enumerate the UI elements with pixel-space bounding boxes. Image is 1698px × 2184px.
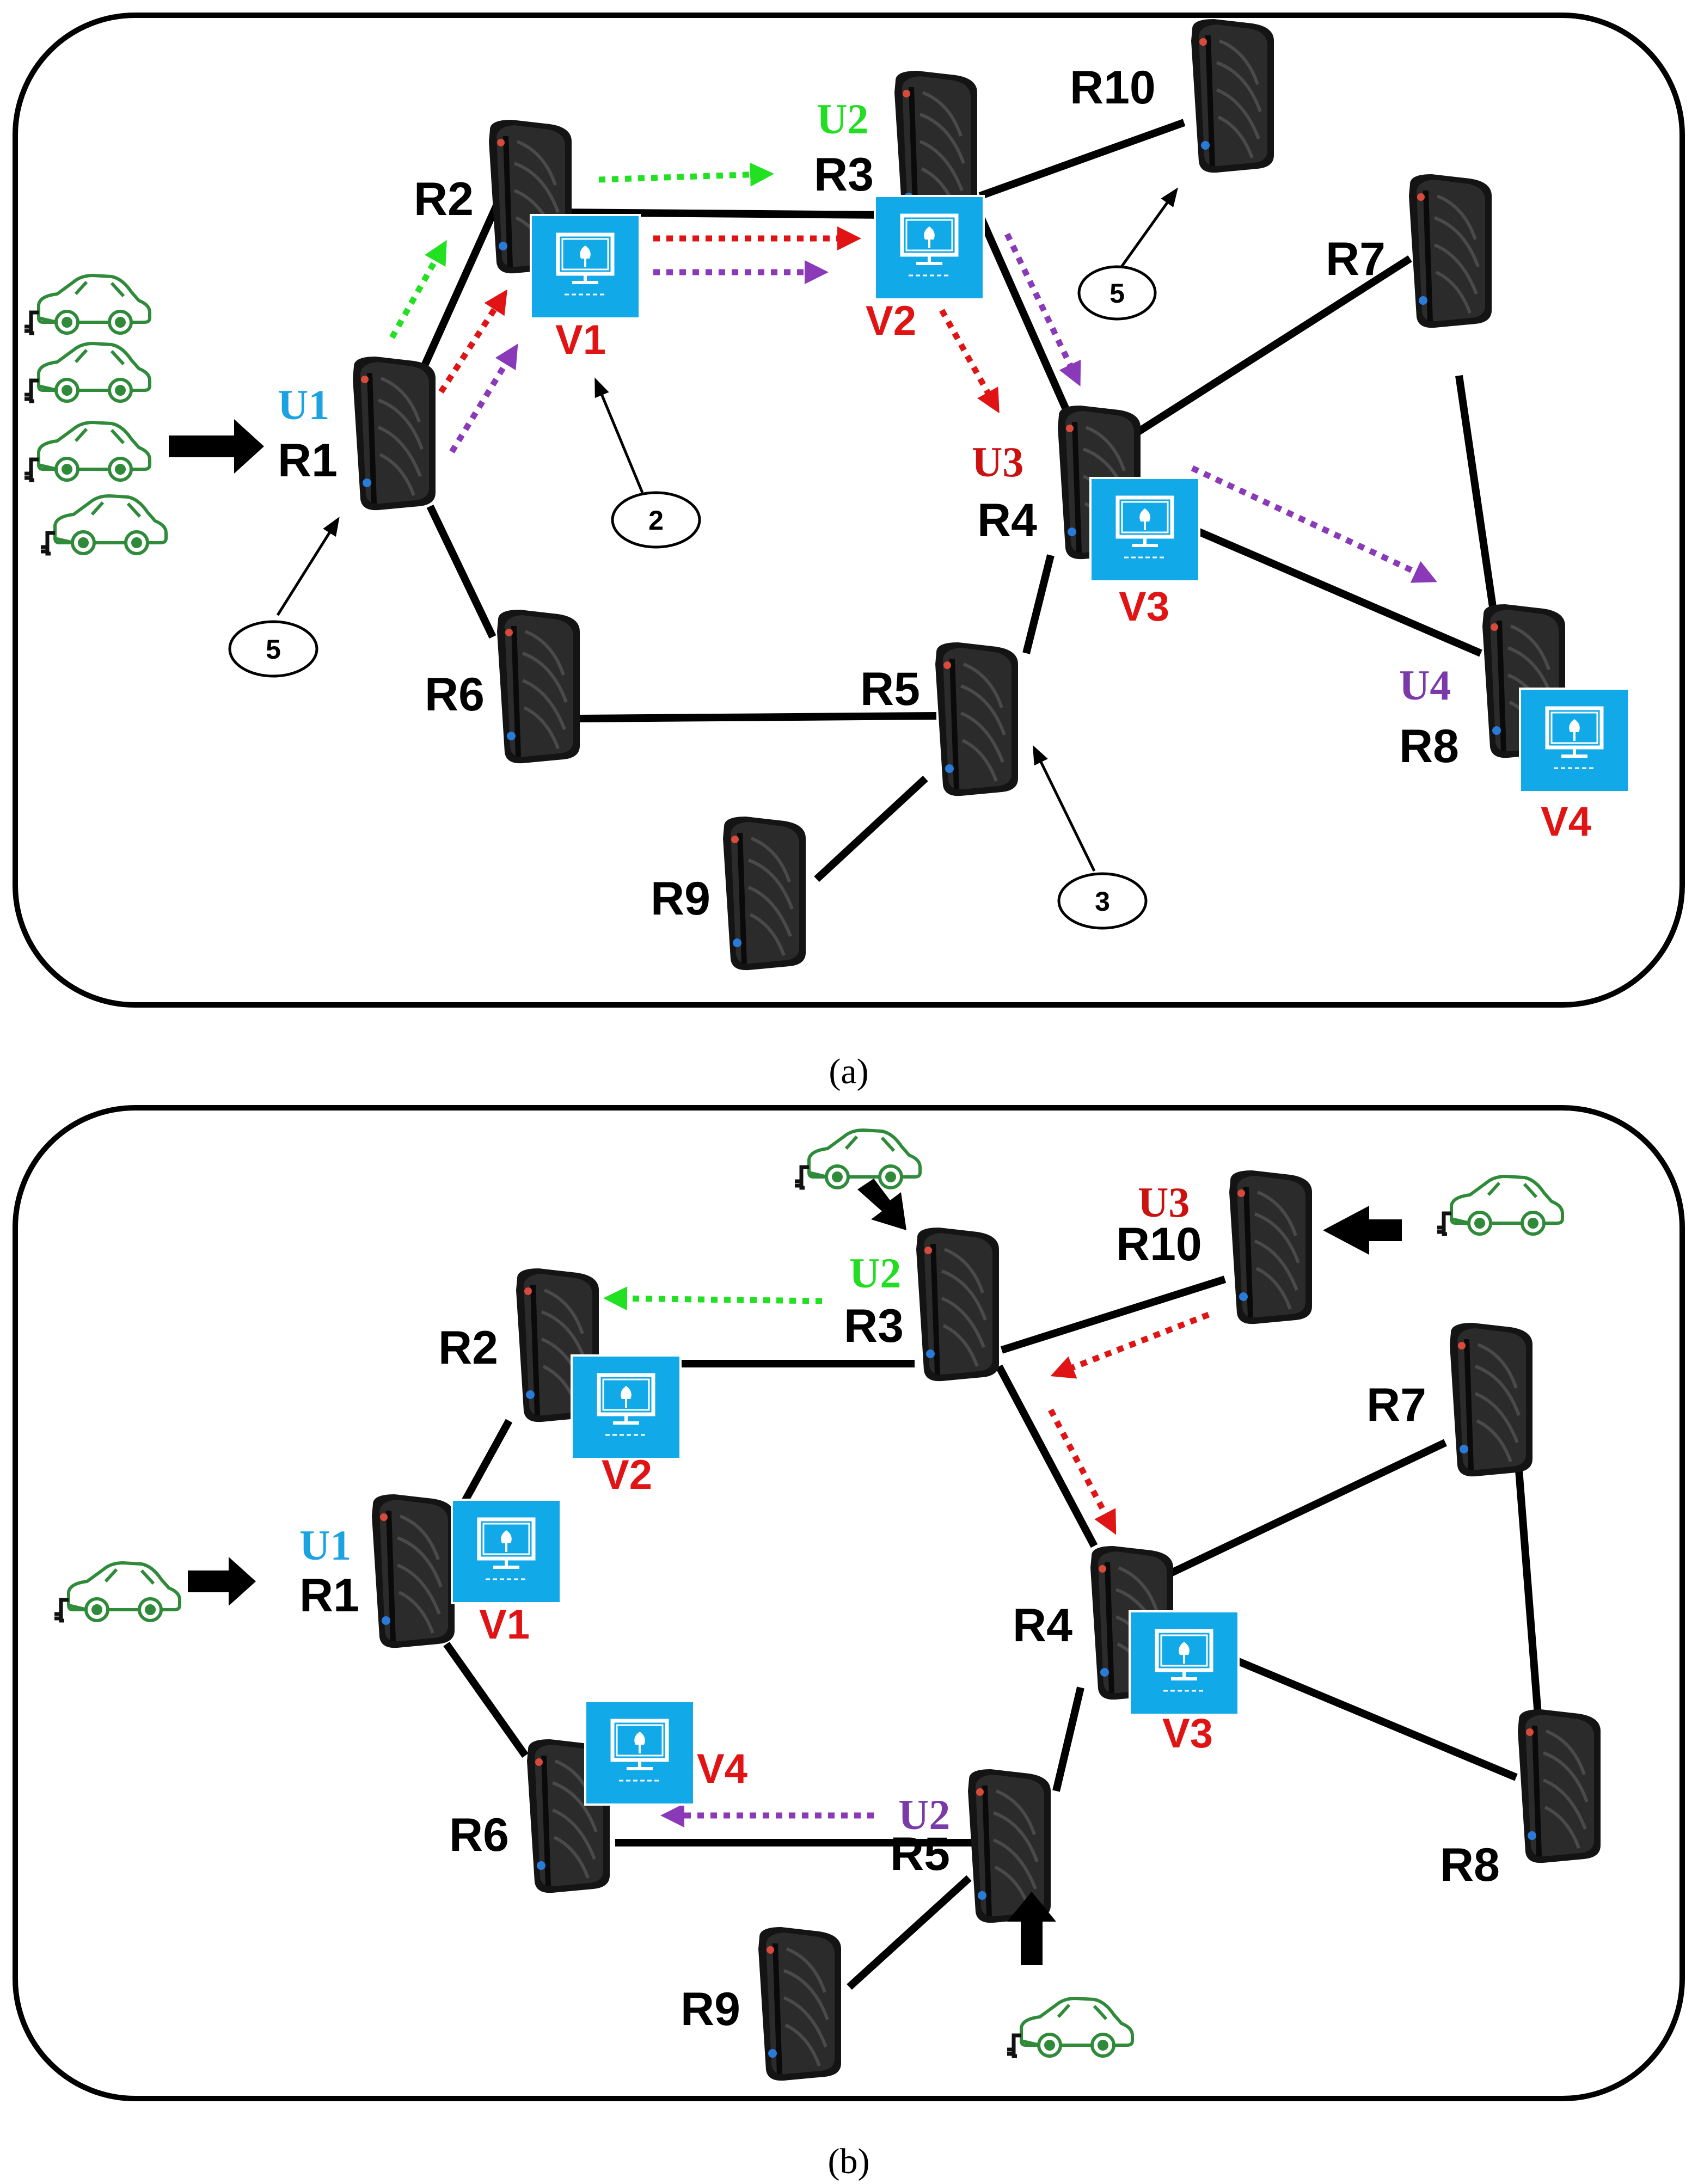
panel-a-routers (353, 19, 1565, 970)
router-icon (916, 1228, 999, 1381)
router-label: R9 (681, 1983, 740, 2035)
vm-label: V1 (555, 317, 606, 363)
user-label: U4 (1399, 661, 1451, 709)
router-icon (935, 642, 1018, 796)
vm-monitor-icon (875, 196, 984, 299)
electric-car-icon (1007, 1998, 1132, 2056)
electric-car-icon (24, 422, 150, 480)
vm-label: V1 (479, 1602, 530, 1648)
panel-a-cars (24, 275, 264, 554)
router-icon (968, 1769, 1051, 1923)
panel-b-cars (54, 1130, 1562, 2056)
vm-monitor-icon (585, 1701, 694, 1805)
caption-b: (b) (828, 2142, 870, 2181)
router-icon (1191, 19, 1274, 173)
router-icon (497, 610, 580, 763)
panel-b-flows (603, 1286, 1210, 1827)
vm-monitor-icon (1090, 478, 1199, 581)
vm-monitor-icon (1520, 689, 1629, 792)
router-label: R7 (1366, 1379, 1426, 1431)
user-label: U3 (1138, 1179, 1190, 1226)
router-label: R8 (1440, 1839, 1500, 1891)
vm-monitor-icon (1130, 1611, 1239, 1715)
panel-b-links (443, 1275, 1544, 1990)
router-label: R10 (1116, 1218, 1202, 1271)
input-arrow (857, 1179, 906, 1230)
user-label: U3 (972, 438, 1023, 486)
vm-label: V3 (1119, 584, 1169, 630)
router-icon (1518, 1709, 1601, 1863)
panel-a-user-labels: U1 U2 U3 U4 (278, 95, 1451, 709)
router-icon (1450, 1323, 1533, 1476)
panel-a-links (399, 119, 1498, 882)
hop-marker: 5 (1109, 278, 1125, 309)
vm-label: V2 (866, 298, 916, 344)
panel-b-user-labels: U1 U2 U3 U2 (299, 1179, 1190, 1838)
router-label: R4 (977, 494, 1037, 547)
input-arrow (1007, 1892, 1056, 1965)
router-icon (758, 1927, 841, 2081)
router-icon (723, 817, 806, 970)
input-arrow (188, 1557, 256, 1606)
router-label: R1 (278, 434, 338, 487)
electric-car-icon (24, 343, 150, 401)
user-label: U1 (278, 381, 329, 428)
electric-car-icon (1437, 1176, 1562, 1234)
router-icon (372, 1494, 455, 1648)
electric-car-icon (24, 275, 150, 333)
router-label: R2 (438, 1322, 498, 1374)
router-icon (353, 357, 436, 510)
router-label: R5 (860, 663, 920, 715)
vm-monitor-icon (531, 215, 640, 318)
panel-b: R1 R2 R3 R4 R5 R6 R7 R8 R9 R10 U1 U2 U3 … (13, 1105, 1685, 2181)
hop-marker: 2 (648, 505, 664, 536)
panel-a-vm-labels: V1 V2 V3 V4 (555, 298, 1591, 845)
user-label: U2 (849, 1249, 901, 1297)
vm-monitor-icon (452, 1500, 561, 1603)
vm-label: V4 (697, 1746, 747, 1792)
user-label: U2 (898, 1791, 950, 1838)
vm-label: V4 (1541, 799, 1591, 845)
vm-monitor-icon (572, 1355, 681, 1459)
hop-marker: 3 (1095, 886, 1110, 917)
panel-a-flows (389, 162, 1437, 583)
panel-b-frame (13, 1105, 1685, 2101)
panel-b-vm-labels: V1 V2 V3 V4 (479, 1452, 1213, 1792)
router-label: R2 (414, 173, 474, 225)
input-arrow (169, 419, 264, 474)
electric-car-icon (54, 1563, 180, 1621)
panel-a: 5 2 5 3 R1 R2 R3 R4 R5 R6 R7 R8 R9 R10 (13, 13, 1685, 1091)
router-label: R5 (890, 1828, 950, 1880)
user-label: U2 (817, 95, 868, 143)
router-label: R3 (814, 149, 874, 201)
router-label: R10 (1070, 62, 1156, 114)
electric-car-icon (795, 1130, 920, 1188)
router-label: R6 (449, 1809, 509, 1861)
router-label: R9 (651, 873, 710, 925)
router-label: R8 (1399, 720, 1459, 772)
router-icon (1229, 1170, 1312, 1324)
vm-label: V3 (1162, 1710, 1213, 1757)
router-label: R3 (844, 1300, 904, 1352)
vm-label: V2 (602, 1452, 652, 1498)
panel-a-router-labels: R1 R2 R3 R4 R5 R6 R7 R8 R9 R10 (278, 62, 1459, 925)
electric-car-icon (41, 496, 166, 554)
caption-a: (a) (829, 1052, 868, 1091)
input-arrow (1323, 1206, 1402, 1255)
router-icon (1409, 174, 1492, 328)
router-label: R7 (1326, 233, 1386, 285)
panel-a-hop-markers: 5 2 5 3 (228, 187, 1179, 930)
panel-b-router-labels: R1 R2 R3 R4 R5 R6 R7 R8 R9 R10 (299, 1218, 1500, 2035)
router-label: R1 (299, 1569, 359, 1622)
hop-marker: 5 (266, 634, 281, 665)
panel-a-frame (13, 13, 1685, 1008)
router-label: R6 (425, 668, 485, 721)
user-label: U1 (299, 1522, 351, 1569)
router-label: R4 (1013, 1599, 1072, 1652)
panel-b-routers (372, 1170, 1601, 2081)
